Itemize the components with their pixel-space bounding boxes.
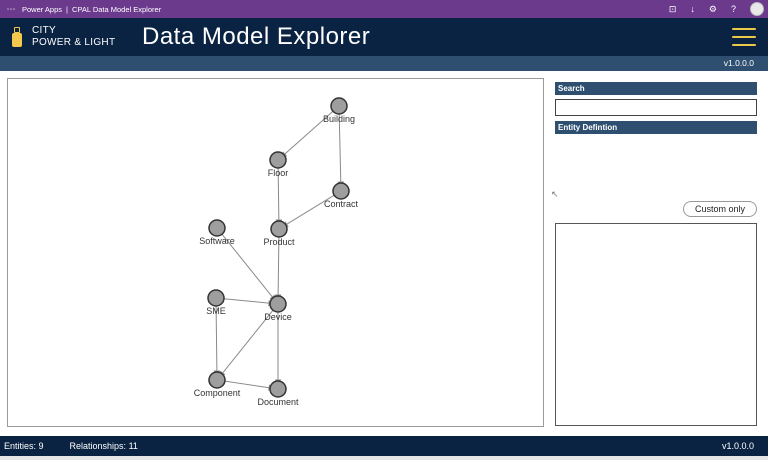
edge-device-component [221, 309, 274, 375]
node-component[interactable] [208, 371, 226, 389]
entity-definition-label: Entity Defintion [555, 121, 757, 134]
logo-line-1: CITY [32, 25, 56, 36]
avatar[interactable] [750, 2, 764, 16]
node-device[interactable] [269, 295, 287, 313]
app-launcher-icon[interactable]: ⋯ [6, 3, 16, 14]
app-header: CITY POWER & LIGHT Data Model Explorer [0, 18, 768, 56]
logo-line-2: POWER & LIGHT [32, 37, 116, 48]
page-name: CPAL Data Model Explorer [71, 4, 162, 14]
node-label-floor: Floor [268, 168, 289, 178]
node-contract[interactable] [332, 182, 350, 200]
search-label: Search [555, 82, 757, 95]
company-logo: CITY POWER & LIGHT [10, 25, 130, 49]
edge-end-marker [284, 221, 289, 228]
node-label-device: Device [264, 312, 292, 322]
node-label-document: Document [257, 397, 299, 407]
node-software[interactable] [208, 219, 226, 237]
breadcrumb: Power Apps | CPAL Data Model Explorer [22, 5, 161, 14]
version-bar: v1.0.0.0 [0, 56, 768, 71]
hamburger-menu-icon[interactable] [732, 28, 756, 46]
node-label-software: Software [199, 236, 235, 246]
node-label-product: Product [263, 237, 295, 247]
edge-product-device [277, 236, 280, 297]
edge-component-document [224, 380, 271, 389]
breadcrumb-separator: | [66, 4, 68, 14]
custom-only-button[interactable]: Custom only [683, 201, 757, 217]
edge-end-marker [282, 151, 288, 157]
footer-version: v1.0.0.0 [721, 441, 754, 451]
help-icon[interactable]: ? [730, 4, 736, 14]
node-label-sme: SME [206, 306, 226, 316]
entities-count: Entities: 9 [4, 441, 44, 451]
edge-building-contract [338, 113, 342, 184]
top-app-bar: ⋯ Power Apps | CPAL Data Model Explorer … [0, 0, 768, 18]
node-floor[interactable] [269, 151, 287, 169]
edge-end-marker [268, 384, 271, 391]
node-document[interactable] [269, 380, 287, 398]
status-footer: Entities: 9 Relationships: 11 v1.0.0.0 [0, 436, 768, 456]
node-label-contract: Contract [324, 199, 359, 209]
app-name: Power Apps [22, 4, 63, 14]
edge-end-marker [268, 300, 270, 307]
relationships-count: Relationships: 11 [69, 441, 138, 451]
version-label: v1.0.0.0 [723, 58, 754, 68]
settings-icon[interactable]: ⚙ [708, 3, 717, 14]
edge-end-marker [269, 294, 276, 300]
lightbulb-icon [10, 25, 24, 49]
download-icon[interactable]: ↓ [690, 4, 695, 14]
node-building[interactable] [330, 97, 348, 115]
page-title: Data Model Explorer [142, 23, 371, 50]
bottom-strip [0, 456, 768, 460]
edge-software-device [221, 233, 274, 299]
edge-contract-product [285, 194, 335, 226]
edge-floor-product [277, 167, 280, 222]
edge-sme-device [223, 298, 271, 304]
entity-list[interactable] [555, 223, 757, 426]
node-sme[interactable] [207, 289, 225, 307]
search-input[interactable] [555, 99, 757, 116]
edge-building-floor [283, 110, 334, 156]
node-label-component: Component [194, 388, 241, 398]
edge-sme-component [215, 305, 218, 373]
mouse-cursor-icon: ↖ [551, 189, 559, 199]
node-product[interactable] [270, 220, 288, 238]
edge-end-marker [219, 370, 226, 376]
fit-icon[interactable]: ⊡ [668, 3, 677, 14]
node-label-building: Building [323, 114, 355, 124]
